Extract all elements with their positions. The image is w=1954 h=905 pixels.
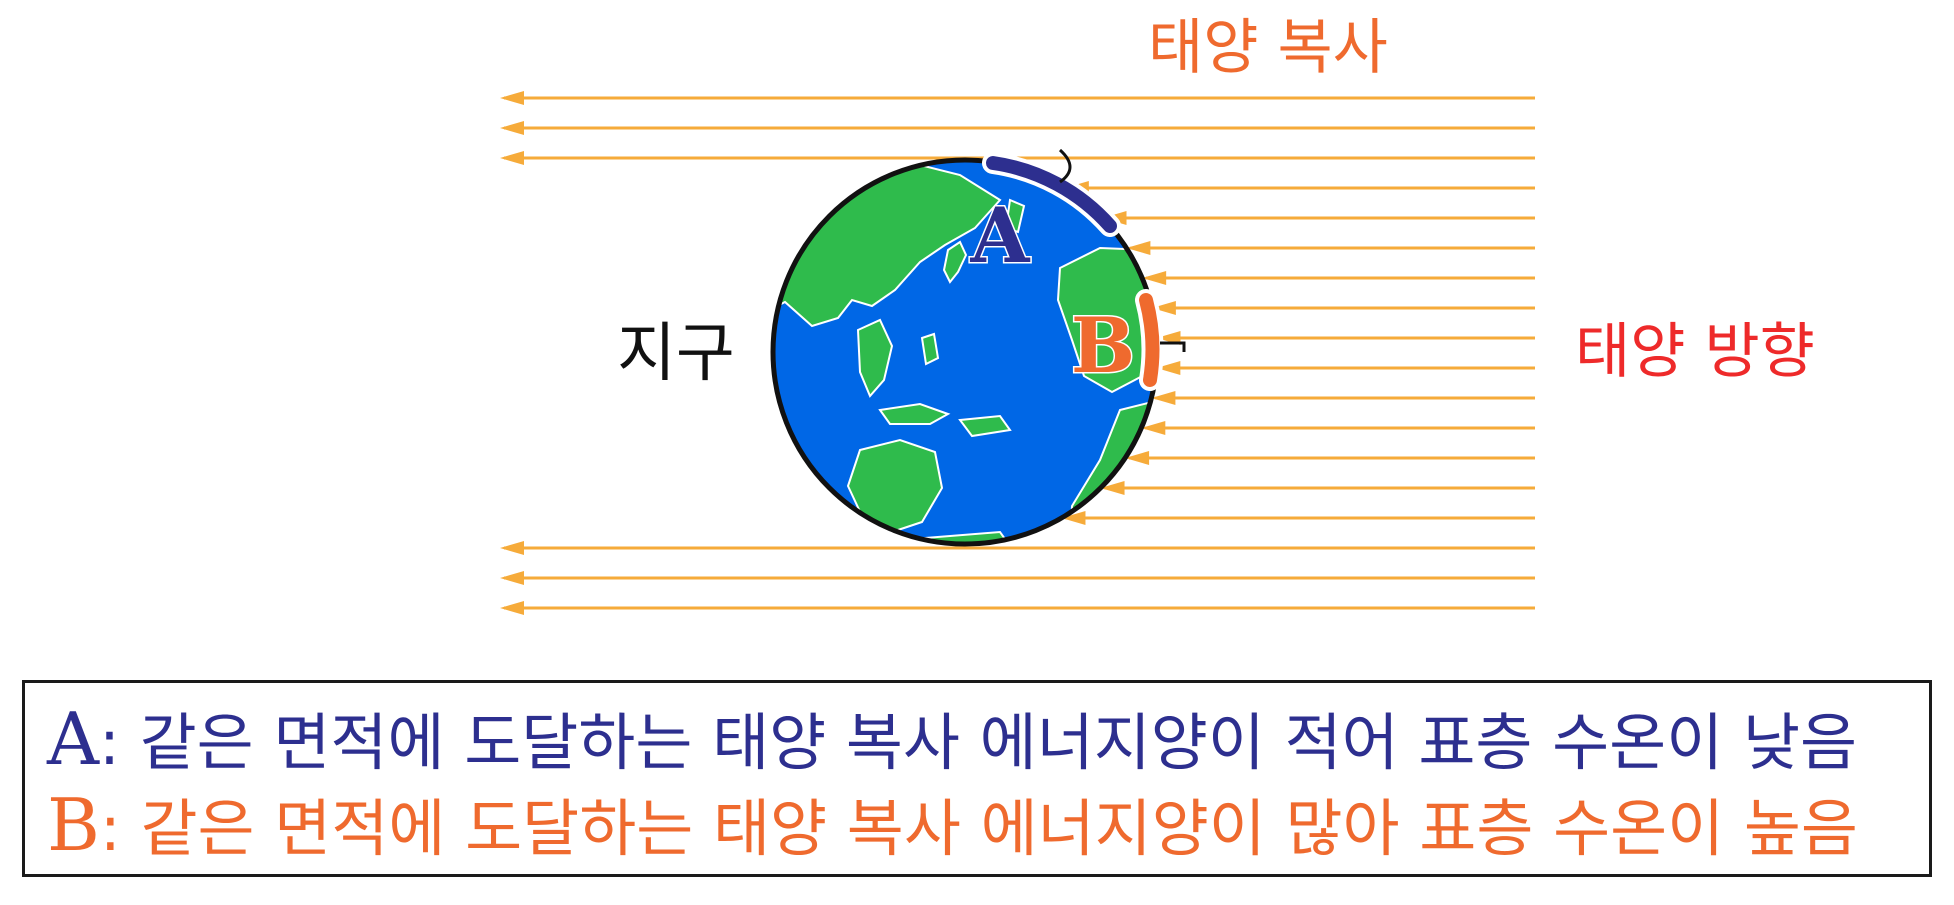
solar-ray-arrowhead <box>1126 241 1151 255</box>
solar-ray-arrowhead <box>500 571 524 585</box>
solar-ray-arrowhead <box>500 541 524 555</box>
solar-ray-arrowhead <box>1141 421 1166 435</box>
solar-ray-arrowhead <box>500 601 524 615</box>
solar-ray-arrowhead <box>500 151 524 165</box>
solar-ray-arrowhead <box>1151 301 1176 315</box>
australia <box>846 438 944 534</box>
earth-label: 지구 <box>617 317 735 391</box>
solar-radiation-label: 태양 복사 <box>1148 13 1388 83</box>
solar-ray-arrowhead <box>500 121 524 135</box>
legend-item-a: A: 같은 면적에 도달하는 태양 복사 에너지양이 적어 표층 수온이 낮음 <box>47 703 1857 775</box>
kamchatka <box>1004 198 1026 234</box>
legend-item-b: B: 같은 면적에 도달하는 태양 복사 에너지양이 많아 표층 수온이 높음 <box>47 789 1858 861</box>
legend-key-b: B <box>47 783 100 867</box>
solar-ray-arrowhead <box>1061 511 1086 525</box>
solar-ray-arrowhead <box>1142 271 1167 285</box>
solar-ray-arrowhead <box>1100 481 1125 495</box>
legend-text-b: : 같은 면적에 도달하는 태양 복사 에너지양이 많아 표층 수온이 높음 <box>99 792 1858 865</box>
solar-ray-arrowhead <box>1151 391 1176 405</box>
solar-ray-arrowhead <box>1156 361 1181 375</box>
solar-ray-arrowhead <box>500 91 524 105</box>
indonesia-islands <box>878 402 951 425</box>
japan-island <box>942 240 968 284</box>
new-guinea <box>958 414 1012 438</box>
region-b-arc-fill <box>1139 293 1160 387</box>
region-b-angle-mark <box>1160 341 1186 352</box>
sun-direction-label: 태양 방향 <box>1575 317 1815 387</box>
southeast-asia <box>856 318 894 398</box>
region-a-arc-fill <box>986 156 1117 233</box>
region-a-angle-mark <box>1058 148 1072 184</box>
philippines <box>920 332 940 366</box>
solar-ray-arrowhead <box>1125 451 1150 465</box>
legend-key-a: A <box>47 697 99 781</box>
marker-b: B <box>1071 301 1135 390</box>
marker-a: A <box>970 191 1031 280</box>
legend-box: A: 같은 면적에 도달하는 태양 복사 에너지양이 적어 표층 수온이 낮음 … <box>22 680 1932 877</box>
legend-text-a: : 같은 면적에 도달하는 태양 복사 에너지양이 적어 표층 수온이 낮음 <box>99 706 1858 779</box>
